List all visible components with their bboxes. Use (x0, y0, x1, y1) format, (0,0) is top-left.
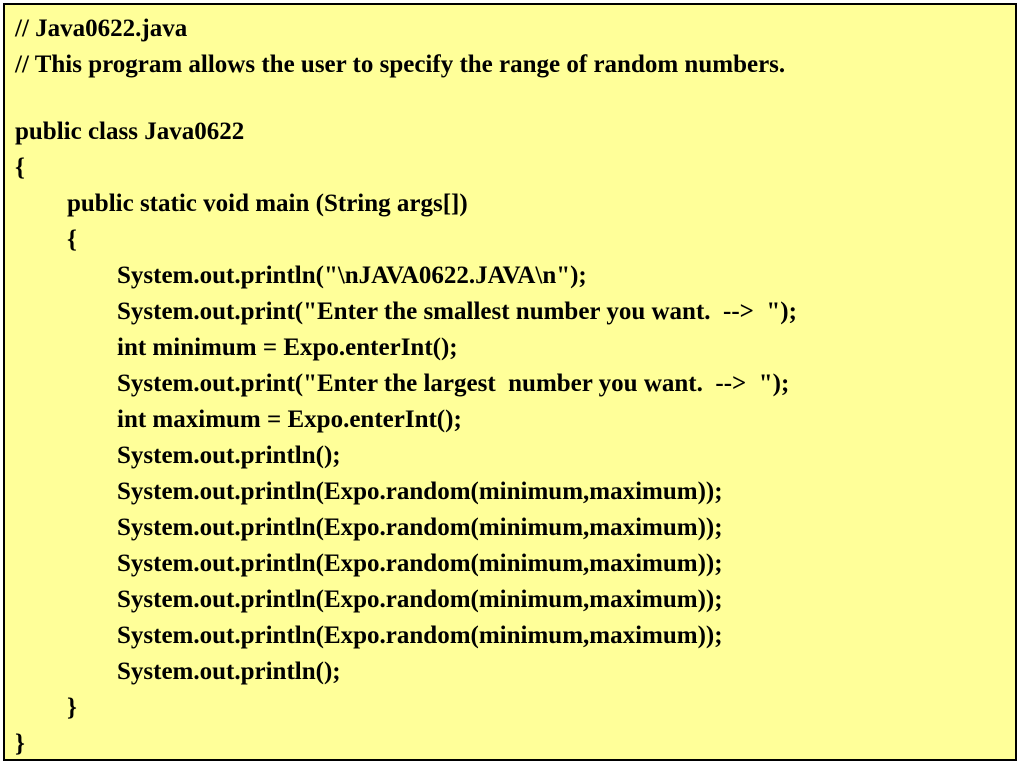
code-line-class-open-brace: { (15, 154, 25, 181)
code-slide: // Java0622.java // This program allows … (3, 3, 1017, 761)
code-line-main-close-brace: } (67, 694, 77, 721)
code-line-class-close-brace: } (15, 730, 25, 757)
code-line-statement: System.out.println(Expo.random(minimum,m… (117, 586, 723, 613)
code-line-comment-filename: // Java0622.java (15, 15, 188, 42)
code-line-statement: System.out.println(Expo.random(minimum,m… (117, 622, 723, 649)
code-line-main-open-brace: { (67, 226, 77, 253)
code-line-statement: System.out.println(Expo.random(minimum,m… (117, 550, 723, 577)
code-line-statement: System.out.println(); (117, 442, 341, 469)
code-line-class-declaration: public class Java0622 (15, 118, 245, 145)
code-listing: // Java0622.java // This program allows … (15, 11, 797, 759)
code-line-statement: System.out.println(Expo.random(minimum,m… (117, 478, 723, 505)
code-line-comment-description: // This program allows the user to speci… (15, 51, 786, 78)
code-line-statement: int minimum = Expo.enterInt(); (117, 334, 458, 361)
code-line-main-declaration: public static void main (String args[]) (67, 190, 468, 217)
blank-line (15, 83, 797, 114)
code-line-statement: System.out.print("Enter the largest numb… (117, 370, 790, 397)
code-line-statement: System.out.print("Enter the smallest num… (117, 298, 797, 325)
code-line-statement: int maximum = Expo.enterInt(); (117, 406, 462, 433)
code-line-statement: System.out.println(); (117, 658, 341, 685)
code-line-statement: System.out.println("\nJAVA0622.JAVA\n"); (117, 262, 587, 289)
code-line-statement: System.out.println(Expo.random(minimum,m… (117, 514, 723, 541)
